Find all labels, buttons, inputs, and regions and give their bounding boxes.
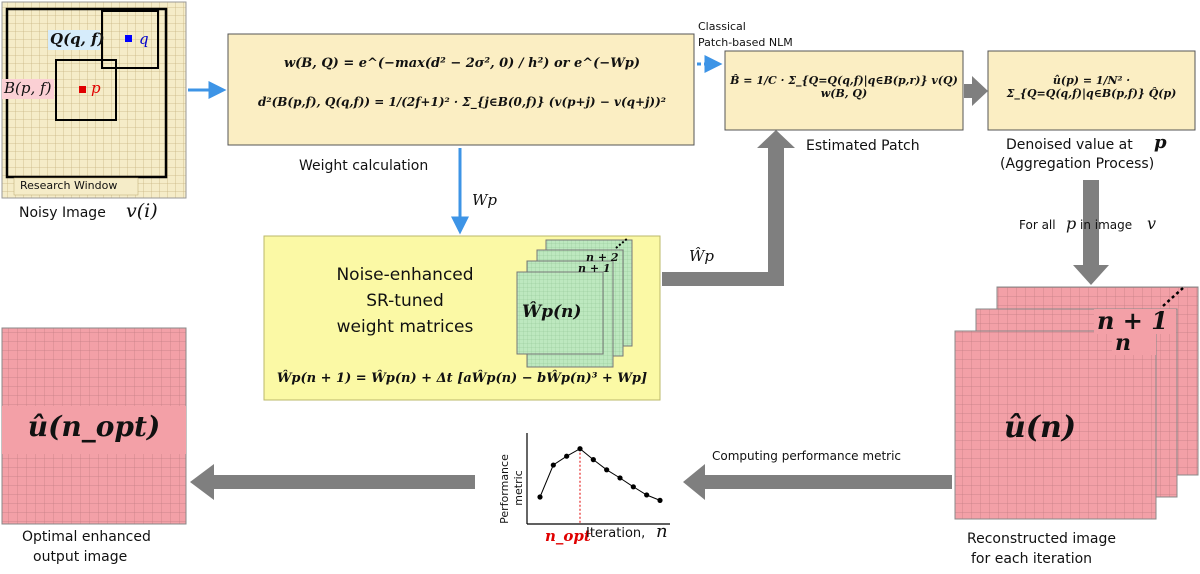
recon-n1-label: n + 1	[1097, 306, 1168, 335]
q-point	[125, 35, 132, 42]
chart-point	[564, 453, 570, 459]
wphat-arrow-label: Ŵp	[689, 247, 715, 265]
metric-xlabel: Iteration,	[586, 526, 646, 541]
noisy-image-caption: Noisy Image	[19, 205, 106, 221]
aggregate-formula: û(p) = 1/N² · Σ_{Q=Q(q,f)|q∈B(p,f)} Q̂(p…	[1006, 74, 1177, 100]
for-all-v: v	[1147, 214, 1157, 233]
recon-layer-0	[954, 330, 1157, 520]
aggregate-caption-p: p	[1154, 132, 1167, 153]
metric-xsym: n	[656, 521, 668, 542]
sr-title-2: SR-tuned	[366, 291, 444, 311]
noisy-image-symbol: v(i)	[126, 200, 158, 222]
aggregate-caption-2: (Aggregation Process)	[1000, 156, 1155, 172]
output-caption-1: Optimal enhanced	[22, 529, 151, 545]
chart-point	[550, 462, 556, 468]
matrix-stack-n1: n + 1	[578, 262, 611, 275]
output-caption-2: output image	[33, 549, 128, 565]
chart-point	[617, 475, 623, 481]
arrow-sr-to-estimate	[662, 130, 795, 286]
recon-n-label: n	[1115, 330, 1131, 356]
matrix-stack-n2: n + 2	[586, 251, 619, 264]
chart-point	[644, 492, 650, 498]
recon-caption-1: Reconstructed image	[967, 531, 1117, 547]
performance-chart	[526, 433, 670, 525]
weight-formula: w(B, Q) = e^(−max(d² − 2σ², 0) / h²) or …	[283, 56, 641, 71]
p-point-label: p	[91, 79, 101, 97]
matrix-stack-ellipsis	[615, 237, 629, 249]
classical-label: Classical	[698, 20, 746, 33]
matrix-layer-0	[516, 271, 604, 355]
research-window-tag-bg	[13, 177, 139, 196]
arrow-estimate-to-aggregate	[964, 76, 988, 106]
arrow-metric-to-output	[190, 464, 475, 500]
estimate-box	[724, 50, 964, 131]
sr-update-formula: Ŵp(n + 1) = Ŵp(n) + Δt [aŴp(n) − bŴp(n)³…	[276, 371, 648, 386]
q-patch-frame	[101, 10, 159, 69]
distance-formula: d²(B(p,f), Q(q,f)) = 1/(2f+1)² · Σ_{j∈B(…	[257, 95, 667, 109]
output-label-bg	[2, 406, 186, 454]
for-all-in-image: in image	[1080, 218, 1133, 232]
recon-label-bg-n	[1112, 333, 1156, 355]
chart-point	[590, 457, 596, 463]
classical-nlm-label: Patch-based NLM	[698, 36, 793, 49]
metric-ylabel-2: metric	[512, 470, 525, 506]
recon-caption-2: for each iteration	[971, 551, 1093, 567]
estimate-caption: Estimated Patch	[806, 138, 920, 154]
n-opt-label: n_opt	[545, 527, 591, 545]
recon-stack-ellipsis	[1162, 287, 1184, 307]
arrow-aggregate-down	[1073, 180, 1109, 285]
chart-point	[604, 467, 610, 473]
chart-point	[657, 497, 663, 503]
chart-point	[537, 494, 543, 500]
chart-series-line	[539, 448, 661, 501]
sr-title-3: weight matrices	[336, 317, 474, 337]
estimate-formula: B̂ = 1/C · Σ_{Q=Q(q,f)|q∈B(p,r)} v(Q) w(…	[730, 74, 958, 100]
metric-arrow-label: Computing performance metric	[712, 449, 902, 463]
recon-label-bg-n1	[1094, 309, 1176, 334]
chart-point	[630, 484, 636, 490]
q-label-bg	[48, 30, 100, 50]
q-patch-label: Q(q, f)	[50, 30, 105, 48]
for-all-text: For all	[1019, 218, 1056, 232]
aggregate-box	[987, 50, 1196, 131]
aggregate-caption-1: Denoised value at	[1006, 137, 1133, 153]
chart-point	[577, 446, 583, 452]
p-patch-label: B(p, f)	[4, 79, 52, 97]
output-symbol: û(n_opt)	[27, 410, 161, 443]
wp-arrow-label: Wp	[472, 191, 498, 209]
p-label-bg	[2, 79, 54, 99]
weight-caption: Weight calculation	[299, 158, 429, 174]
recon-symbol: û(n)	[1004, 410, 1077, 445]
research-window-label: Research Window	[20, 179, 118, 192]
q-point-label: q	[139, 30, 149, 48]
arrow-recon-to-metric	[683, 464, 952, 500]
metric-ylabel-1: Performance	[498, 454, 511, 524]
weight-box	[227, 33, 695, 146]
sr-title-1: Noise-enhanced	[336, 265, 474, 285]
p-patch-frame	[55, 59, 117, 121]
p-point	[79, 86, 86, 93]
matrix-label: Ŵp(n)	[522, 302, 582, 322]
for-all-p: p	[1066, 214, 1077, 233]
